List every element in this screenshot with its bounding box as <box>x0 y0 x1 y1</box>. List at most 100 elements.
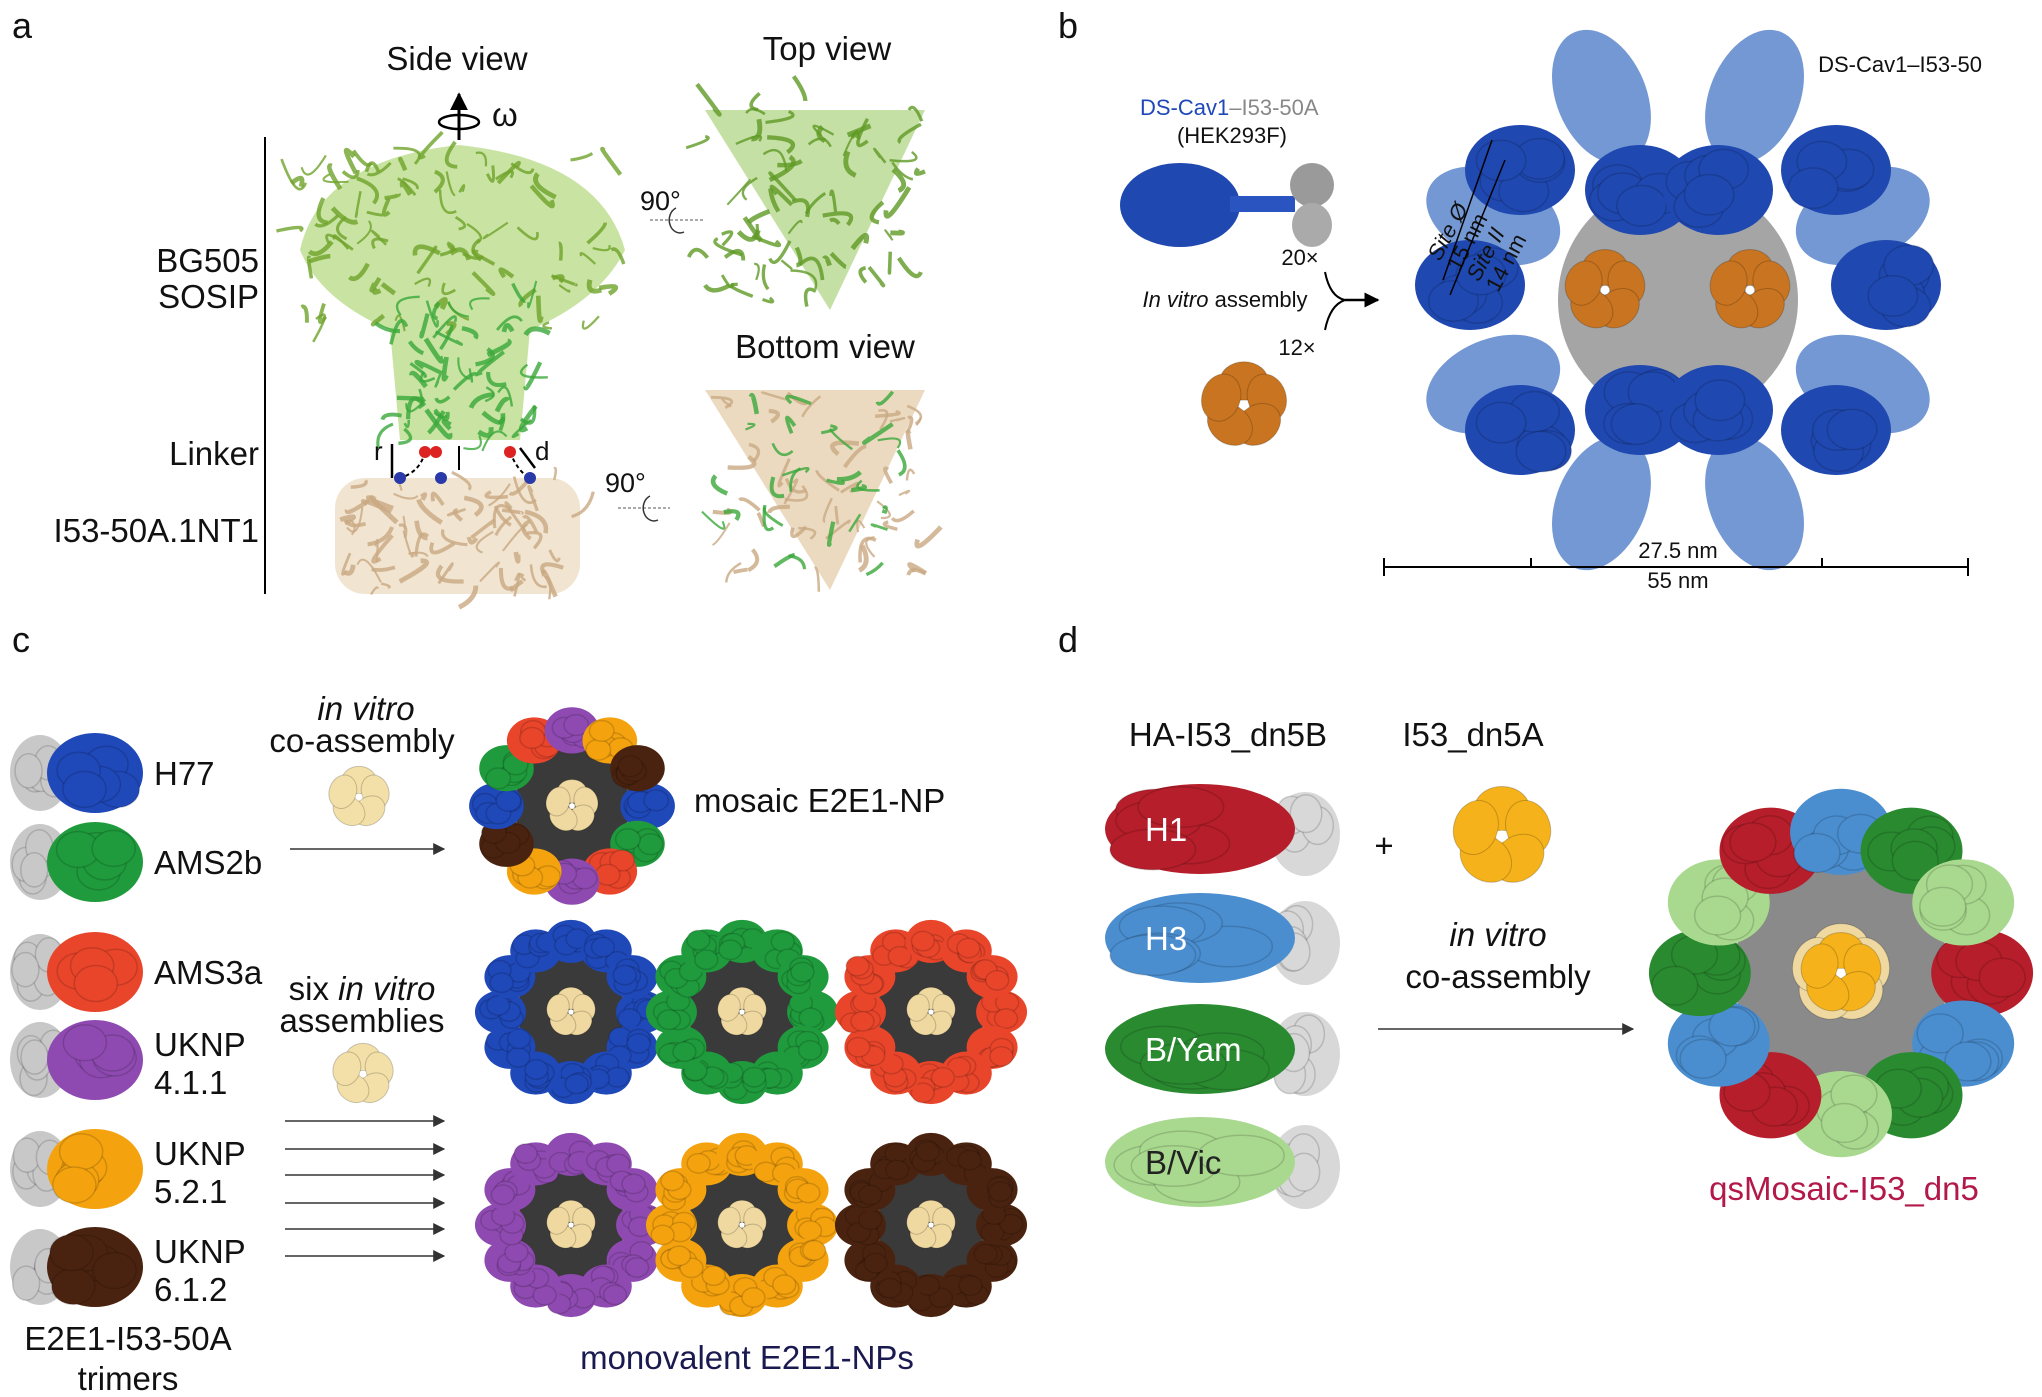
ribbon <box>738 497 761 512</box>
ribbon <box>711 395 734 410</box>
blob-lobe <box>1891 840 1939 881</box>
ribbon <box>581 315 600 330</box>
blob-lobe <box>643 789 670 812</box>
ribbon <box>842 444 867 469</box>
blob-lobe <box>1867 274 1919 317</box>
ribbon <box>798 526 817 540</box>
blob-lobe <box>73 964 119 1003</box>
ribbon <box>370 586 379 596</box>
ribbon <box>784 477 807 494</box>
blob-lobe <box>857 1184 883 1206</box>
sosip-label: SOSIP <box>158 278 259 315</box>
pentamer-pore <box>739 1222 745 1228</box>
i53-structure-side <box>335 466 595 610</box>
ribbon <box>402 177 419 190</box>
np-label: DS-Cav1–I53-50 <box>1818 52 1982 77</box>
i53-50b-pentamer <box>332 1042 394 1104</box>
ribbon <box>366 210 383 217</box>
ribbon <box>438 189 457 214</box>
ribbon <box>765 109 795 124</box>
ribbon <box>686 247 710 259</box>
ribbon <box>768 408 781 424</box>
blob-lobe <box>993 1008 1019 1029</box>
blob-lobe <box>92 1251 137 1290</box>
i53-50b-pentamer <box>1200 361 1288 446</box>
ribbon <box>527 485 539 512</box>
ribbon <box>548 549 561 563</box>
ribbon <box>322 173 349 184</box>
ribbon <box>865 561 884 577</box>
blob-lobe <box>650 1224 675 1246</box>
ribbon <box>412 244 441 256</box>
ribbon <box>356 176 379 205</box>
bottom-view-title: Bottom view <box>735 328 915 365</box>
ribbon <box>815 469 840 492</box>
pentamer-subunit <box>545 786 571 817</box>
blob-lobe <box>887 945 912 967</box>
linker-label: Linker <box>169 435 259 472</box>
blob-lobe <box>1475 401 1527 444</box>
count-12: 12× <box>1278 335 1315 360</box>
ribbon <box>398 427 413 445</box>
ribbon <box>721 230 734 247</box>
blob-lobe <box>1683 173 1735 216</box>
blob-lobe <box>1826 408 1878 451</box>
blob-lobe <box>772 1274 797 1296</box>
ribbon <box>777 159 803 168</box>
ribbon <box>784 485 809 502</box>
ribbon <box>407 340 425 356</box>
ribbon <box>742 216 763 243</box>
ribbon <box>767 135 795 155</box>
ribbon <box>829 251 847 270</box>
ribbon <box>471 271 496 296</box>
ribbon <box>846 123 872 138</box>
trimer-label: AMS2b <box>154 844 262 881</box>
blob-lobe <box>58 1132 104 1171</box>
ribbon <box>727 455 757 470</box>
monovalent-label: monovalent E2E1-NPs <box>580 1339 914 1376</box>
blob-lobe <box>846 1036 871 1058</box>
pentamer-pore <box>569 803 575 809</box>
ribbon <box>501 508 524 515</box>
blob-lobe <box>686 1152 711 1174</box>
ribbon <box>343 147 358 175</box>
ribbon <box>424 408 453 440</box>
blob-lobe <box>1916 1013 1964 1054</box>
ribbon <box>710 474 729 496</box>
ribbon <box>822 255 832 267</box>
panel-c: c H77AMS2bAMS3aUKNP4.1.1UKNP5.2.1UKNP6.1… <box>10 619 1028 1397</box>
assembly-arrows <box>285 1115 446 1262</box>
ribbon <box>544 576 552 600</box>
qsmosaic-nanoparticle <box>1648 788 2034 1158</box>
ribbon <box>423 337 444 364</box>
ribbon <box>540 562 564 576</box>
trimer-item: H77 <box>10 733 215 813</box>
ribbon <box>785 394 812 406</box>
ribbon <box>479 561 500 583</box>
ribbon <box>745 422 756 431</box>
blob-lobe <box>20 1039 49 1075</box>
trimer-label: H77 <box>154 755 215 792</box>
pentamer-header: I53_dn5A <box>1402 716 1543 753</box>
ribbon <box>376 422 394 449</box>
ribbon <box>444 140 458 169</box>
ribbon <box>769 476 785 499</box>
ribbon <box>822 211 854 227</box>
ribbon <box>803 287 817 307</box>
ribbon <box>889 150 918 163</box>
blob-lobe <box>850 1010 875 1032</box>
ribbon <box>418 130 444 160</box>
ribbon <box>822 497 833 523</box>
ribbon <box>396 395 425 402</box>
ribbon <box>733 567 748 574</box>
blob-lobe <box>666 1245 692 1267</box>
ribbon <box>891 167 907 193</box>
merge-arrow <box>1324 271 1349 331</box>
blob-lobe <box>49 1233 94 1272</box>
scale-bar <box>1383 558 1969 576</box>
monovalent-np <box>645 919 839 1105</box>
ribbon <box>343 564 356 576</box>
pentamer-subunit <box>1800 943 1839 989</box>
